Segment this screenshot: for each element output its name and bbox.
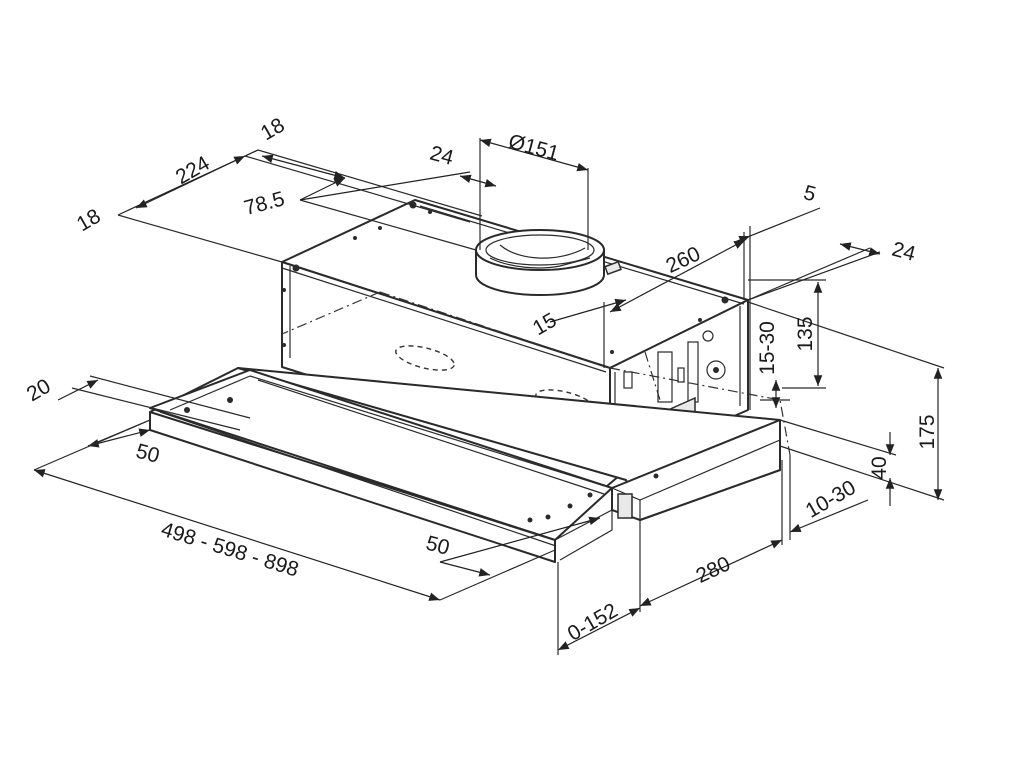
dim-50-bottom: 50 — [423, 532, 452, 560]
dimension-lines — [33, 138, 945, 655]
dim-24-right: 24 — [889, 238, 918, 266]
dim-50-left: 50 — [133, 440, 162, 468]
dim-135: 135 — [794, 316, 817, 351]
dim-diameter-151: Ø151 — [506, 130, 562, 166]
dim-78-5: 78.5 — [242, 187, 287, 220]
hidden-edge — [379, 291, 611, 369]
duct-collar — [475, 229, 622, 296]
dim-24-top: 24 — [427, 142, 456, 170]
light-cutout — [395, 345, 455, 371]
dim-15-30: 15-30 — [756, 321, 779, 375]
dim-175: 175 — [916, 414, 939, 449]
dim-20: 20 — [23, 375, 55, 407]
drawer-right-block — [611, 419, 781, 521]
dim-40: 40 — [868, 456, 891, 479]
dim-260: 260 — [663, 242, 704, 278]
dim-18-left: 18 — [73, 205, 105, 237]
dim-18-top: 18 — [257, 114, 289, 146]
dim-224: 224 — [172, 151, 214, 189]
dim-0-152: 0-152 — [564, 599, 622, 646]
dim-5: 5 — [801, 181, 818, 206]
dim-280: 280 — [693, 552, 734, 588]
dim-498-598-898: 498 - 598 - 898 — [158, 518, 301, 582]
hood-body — [281, 199, 791, 471]
